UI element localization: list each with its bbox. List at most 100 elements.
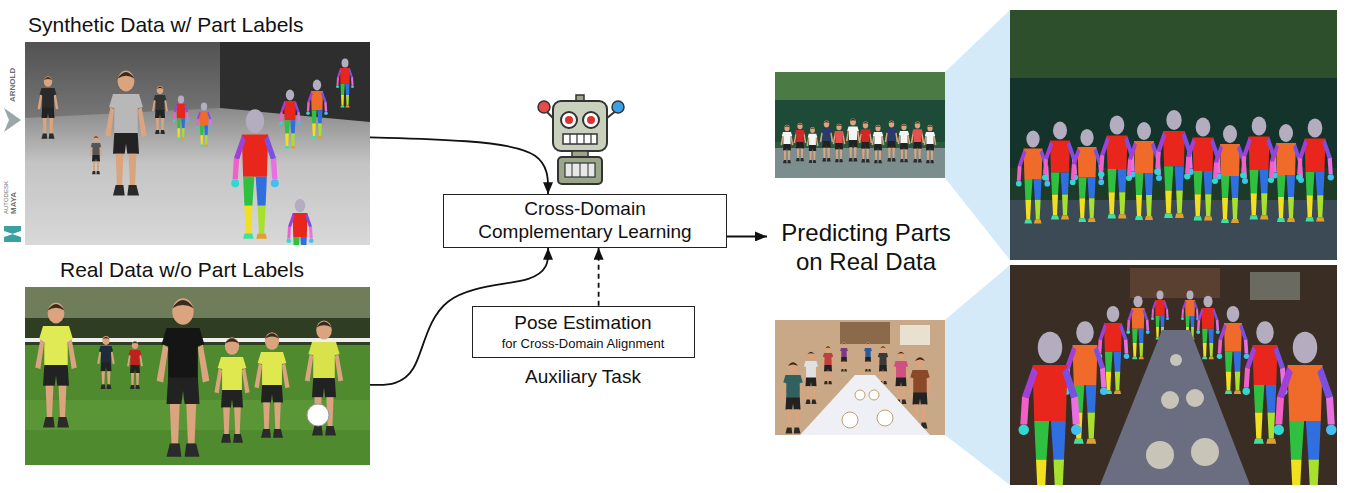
art-use (794, 123, 807, 161)
art-circle (1186, 389, 1204, 407)
art-use (305, 320, 343, 435)
art-circle (561, 112, 577, 128)
art-rect (25, 287, 370, 465)
art-path (572, 163, 588, 177)
art-use (924, 125, 937, 163)
art-use (1296, 119, 1334, 222)
zoom-cone (945, 10, 1010, 485)
node-text: Pose Estimation (483, 312, 684, 335)
art-use (802, 351, 820, 404)
art-rect (840, 322, 890, 344)
art-rect (1010, 10, 1337, 260)
image-panel: Real Data w/o Part Labels (25, 287, 370, 465)
art-circle (855, 390, 865, 400)
art-rect (558, 157, 602, 184)
art-use (872, 125, 885, 163)
art-use (863, 343, 873, 372)
art-use (885, 121, 899, 162)
art-rect (775, 72, 945, 102)
art-circle (538, 101, 550, 113)
art-use (336, 59, 354, 108)
art-circle (587, 116, 595, 124)
art-polygon (945, 10, 1010, 260)
auxiliary-box: Pose Estimationfor Cross-Domain Alignmen… (472, 306, 695, 358)
art-use (781, 125, 794, 163)
output-text: Predicting Parts on Real Data (771, 219, 961, 277)
tennis-photo (775, 72, 945, 178)
art-rect (563, 134, 597, 144)
art-polygon (1100, 330, 1250, 485)
node-subtext: for Cross-Domain Alignment (483, 336, 684, 352)
art-use (306, 80, 328, 139)
art-use (254, 332, 289, 438)
art-use (1196, 296, 1219, 360)
art-use (231, 109, 279, 238)
art-use (911, 122, 925, 163)
robot-icon (538, 95, 624, 184)
synthetic-image (25, 42, 370, 245)
logo-text: ARNOLD (9, 68, 17, 102)
art-rect (1250, 272, 1300, 300)
art-circle (1170, 354, 1182, 366)
art-circle (1146, 441, 1174, 469)
real-image (25, 287, 370, 465)
art-rect (775, 72, 945, 178)
art-rect (775, 320, 945, 435)
flow-arrow (370, 137, 548, 194)
art-use (839, 343, 849, 372)
art-use (898, 124, 911, 162)
art-use (173, 95, 189, 139)
node-text: Real Data w/o Part Labels (60, 257, 304, 282)
art-rect (1010, 200, 1337, 260)
art-rect (25, 287, 370, 321)
logo-text: MAYA (10, 192, 18, 214)
art-use (38, 76, 59, 138)
art-use (157, 298, 210, 456)
art-use (90, 136, 103, 174)
art-rect (900, 325, 930, 345)
node-text: Cross-Domain Complementary Learning (468, 198, 703, 244)
art-use (877, 346, 890, 384)
art-use (152, 86, 168, 134)
art-circle (877, 410, 893, 426)
art-use (820, 121, 834, 162)
art-use (105, 71, 147, 196)
art-use (1019, 332, 1082, 485)
art-rect (25, 42, 370, 245)
node-subtext: Auxiliary Task (453, 366, 714, 389)
art-use (822, 346, 835, 384)
art-use (846, 118, 860, 161)
logo-text: AUTODESK (3, 181, 9, 214)
art-circle (565, 116, 573, 124)
art-use (1274, 332, 1337, 485)
dinner-photo (775, 320, 945, 435)
art-use (807, 127, 819, 163)
art-use (892, 351, 910, 404)
art-polygon (945, 265, 1010, 485)
art-use (833, 124, 846, 162)
art-circle (1191, 438, 1219, 466)
art-use (127, 341, 143, 389)
art-use (859, 122, 873, 163)
process-box: Cross-Domain Complementary Learning (443, 194, 727, 248)
art-circle (869, 390, 879, 400)
image-panel: Synthetic Data w/ Part Labels (25, 42, 370, 245)
art-path (570, 134, 591, 144)
art-rect (1130, 268, 1220, 298)
art-use (97, 336, 115, 389)
node-text: Predicting Parts on Real Data (771, 219, 961, 277)
art-polygon (800, 375, 930, 435)
dinner-parts-result (1010, 265, 1337, 485)
art-rect (553, 101, 607, 151)
art-polygon (4, 108, 21, 132)
art-circle (307, 404, 329, 426)
node-text: Synthetic Data w/ Part Labels (28, 12, 303, 37)
art-rect (25, 400, 370, 430)
flow-arrow (598, 248, 600, 306)
art-rect (565, 163, 595, 177)
art-circle (842, 412, 858, 428)
art-rect (1010, 10, 1337, 80)
art-use (781, 362, 805, 434)
flow-arrow (727, 236, 767, 238)
